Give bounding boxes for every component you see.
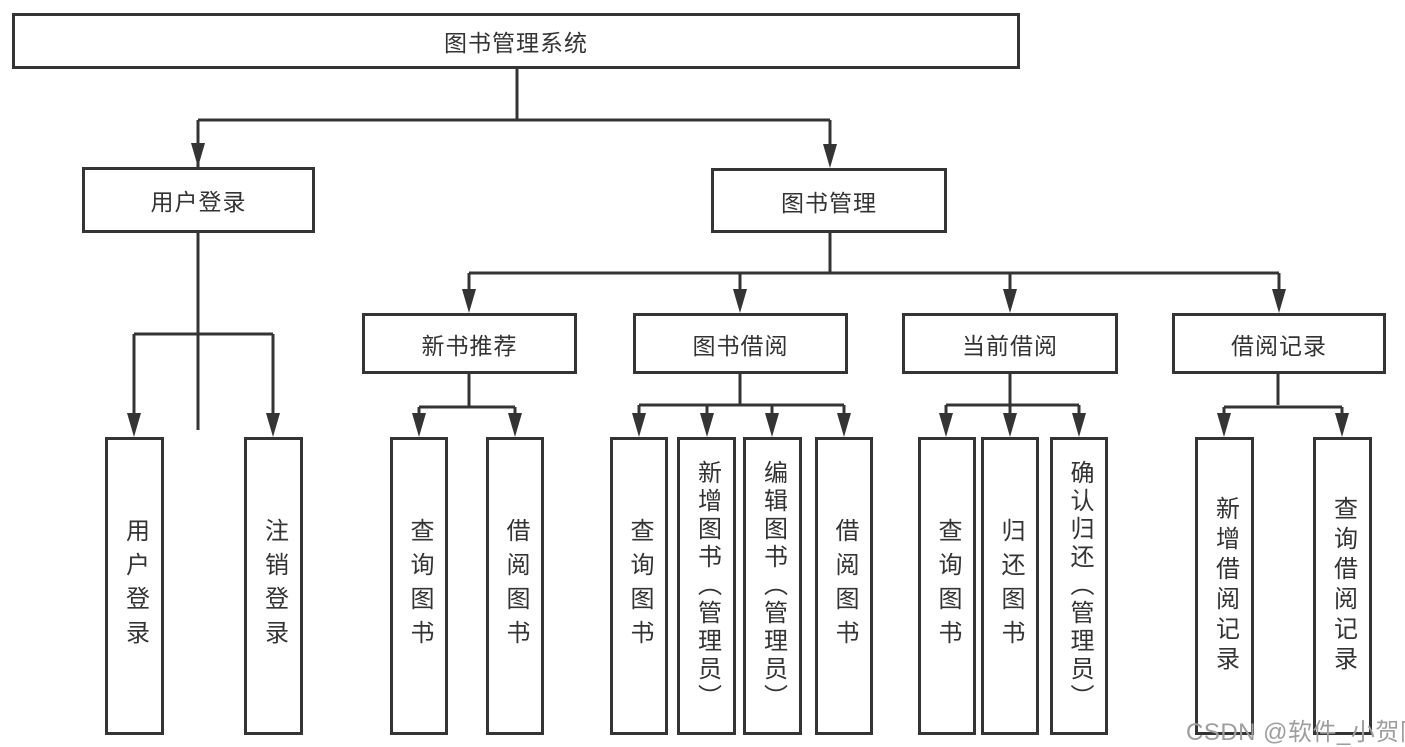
- leaf-logout: 注销登录: [244, 437, 303, 735]
- node-label: 用户登录: [121, 518, 149, 654]
- node-label: 图书借阅: [692, 332, 789, 359]
- leaf-edit-books-admin: 编辑图书（管理员）: [743, 437, 802, 735]
- leaf-borrow-books-borrowing: 借阅图书: [815, 437, 873, 735]
- node-label: 查询图书: [406, 518, 433, 654]
- node-current-borrowing: 当前借阅: [902, 313, 1118, 374]
- node-label: 新书推荐: [421, 332, 518, 359]
- leaf-confirm-return-admin: 确认归还（管理员）: [1050, 437, 1108, 735]
- node-label: 借阅记录: [1231, 332, 1327, 359]
- node-user-login: 用户登录: [82, 167, 315, 233]
- node-label: 图书管理系统: [444, 30, 588, 56]
- node-label: 编辑图书（管理员）: [759, 460, 787, 712]
- node-root-library-system: 图书管理系统: [12, 13, 1020, 69]
- leaf-query-books-borrowing: 查询图书: [610, 437, 668, 735]
- node-book-borrowing: 图书借阅: [633, 313, 848, 374]
- node-label: 借阅图书: [831, 518, 858, 654]
- node-label: 借阅图书: [502, 518, 529, 654]
- node-label: 新增图书（管理员）: [693, 460, 721, 712]
- node-label: 注销登录: [260, 518, 288, 654]
- node-label: 新增借阅记录: [1211, 496, 1239, 676]
- node-label: 归还图书: [997, 518, 1024, 654]
- node-label: 图书管理: [781, 189, 877, 216]
- node-label: 确认归还（管理员）: [1066, 460, 1093, 712]
- leaf-query-books-current: 查询图书: [918, 437, 976, 735]
- node-label: 当前借阅: [962, 332, 1058, 359]
- leaf-add-borrow-record: 新增借阅记录: [1195, 437, 1254, 735]
- leaf-borrow-books-recommendation: 借阅图书: [486, 437, 544, 735]
- csdn-watermark: CSDN @软件_小贺同学: [1186, 719, 1405, 746]
- node-new-book-recommendation: 新书推荐: [362, 313, 577, 374]
- leaf-return-books: 归还图书: [981, 437, 1039, 735]
- leaf-add-books-admin: 新增图书（管理员）: [677, 437, 736, 735]
- node-label: 查询借阅记录: [1329, 496, 1357, 676]
- leaf-query-borrow-record: 查询借阅记录: [1313, 437, 1372, 735]
- leaf-user-login: 用户登录: [105, 437, 164, 735]
- node-label: 用户登录: [150, 189, 247, 215]
- leaf-query-books-recommendation: 查询图书: [390, 437, 448, 735]
- node-label: 查询图书: [934, 518, 961, 654]
- node-borrow-records: 借阅记录: [1172, 313, 1386, 374]
- node-book-management: 图书管理: [711, 168, 947, 233]
- node-label: 查询图书: [626, 518, 653, 654]
